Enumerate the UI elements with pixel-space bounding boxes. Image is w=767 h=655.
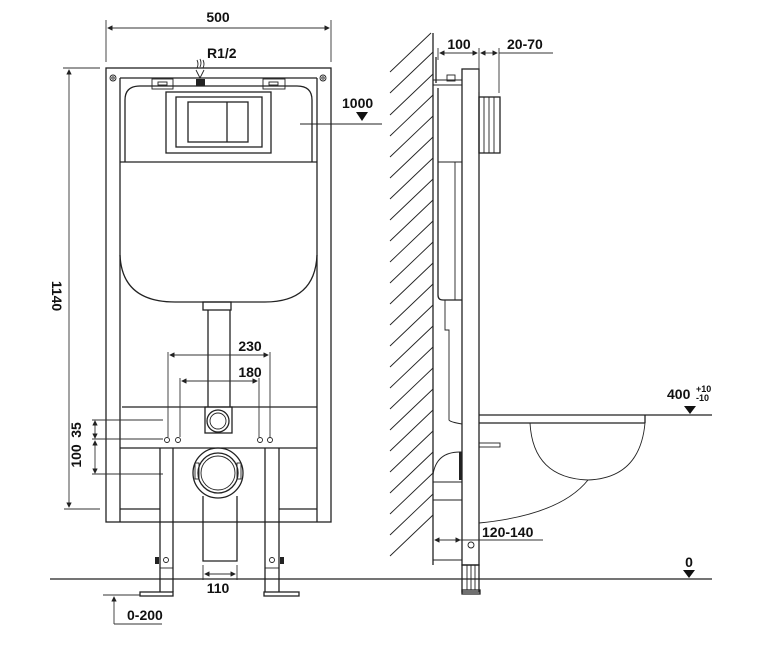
front-view: 500 R1/2 xyxy=(49,9,382,625)
flush-height-marker: 1000 xyxy=(300,95,382,125)
hole-offset-label: 35 xyxy=(68,422,84,438)
leg-adjust-dimension: 0-200 xyxy=(103,594,163,625)
height-dimension: 1140 xyxy=(49,67,100,510)
wall-clearance-label: 120-140 xyxy=(482,524,534,540)
side-view: 100 20-70 400 +10 -10 120-140 xyxy=(389,32,712,595)
floor-level-marker: 0 xyxy=(683,554,695,578)
wc-bowl xyxy=(432,414,712,524)
flush-button-large xyxy=(187,101,249,143)
outlet-offset-label: 100 xyxy=(68,444,84,468)
flush-plate xyxy=(165,91,272,154)
outlets xyxy=(192,406,244,562)
inlet-label: R1/2 xyxy=(207,45,237,61)
seat-height-marker: 400 +10 -10 xyxy=(667,384,711,414)
wall-hatch xyxy=(389,32,434,565)
width-label: 500 xyxy=(206,9,230,25)
seat-height-label: 400 xyxy=(667,386,691,402)
level-triangle-icon xyxy=(356,112,368,121)
depth-dimension: 100 20-70 xyxy=(437,36,553,93)
height-label: 1140 xyxy=(49,281,65,312)
seat-tolerance-plus: +10 xyxy=(696,384,711,394)
hole-spacing-inner-label: 180 xyxy=(238,364,262,380)
seat-tolerance-minus: -10 xyxy=(696,393,709,403)
mounting-holes: 230 180 35 100 xyxy=(68,338,273,475)
depth-label: 100 xyxy=(447,36,471,52)
leg-adjust-label: 0-200 xyxy=(127,607,163,623)
width-dimension: 500 xyxy=(105,9,332,62)
level-triangle-icon xyxy=(683,570,695,578)
wall-clearance-dimension: 120-140 xyxy=(433,524,543,561)
outlet-width-dimension: 110 xyxy=(202,565,238,596)
wall-finish-label: 20-70 xyxy=(507,36,543,52)
frame-side xyxy=(433,57,501,595)
flush-height-label: 1000 xyxy=(342,95,373,111)
water-inlet: R1/2 xyxy=(195,45,237,86)
floor-level-label: 0 xyxy=(685,554,693,570)
level-triangle-icon xyxy=(684,406,696,414)
hole-spacing-outer-label: 230 xyxy=(238,338,262,354)
legs xyxy=(139,448,300,597)
cistern xyxy=(119,85,318,407)
outlet-width-label: 110 xyxy=(207,580,230,596)
frame xyxy=(105,67,332,523)
